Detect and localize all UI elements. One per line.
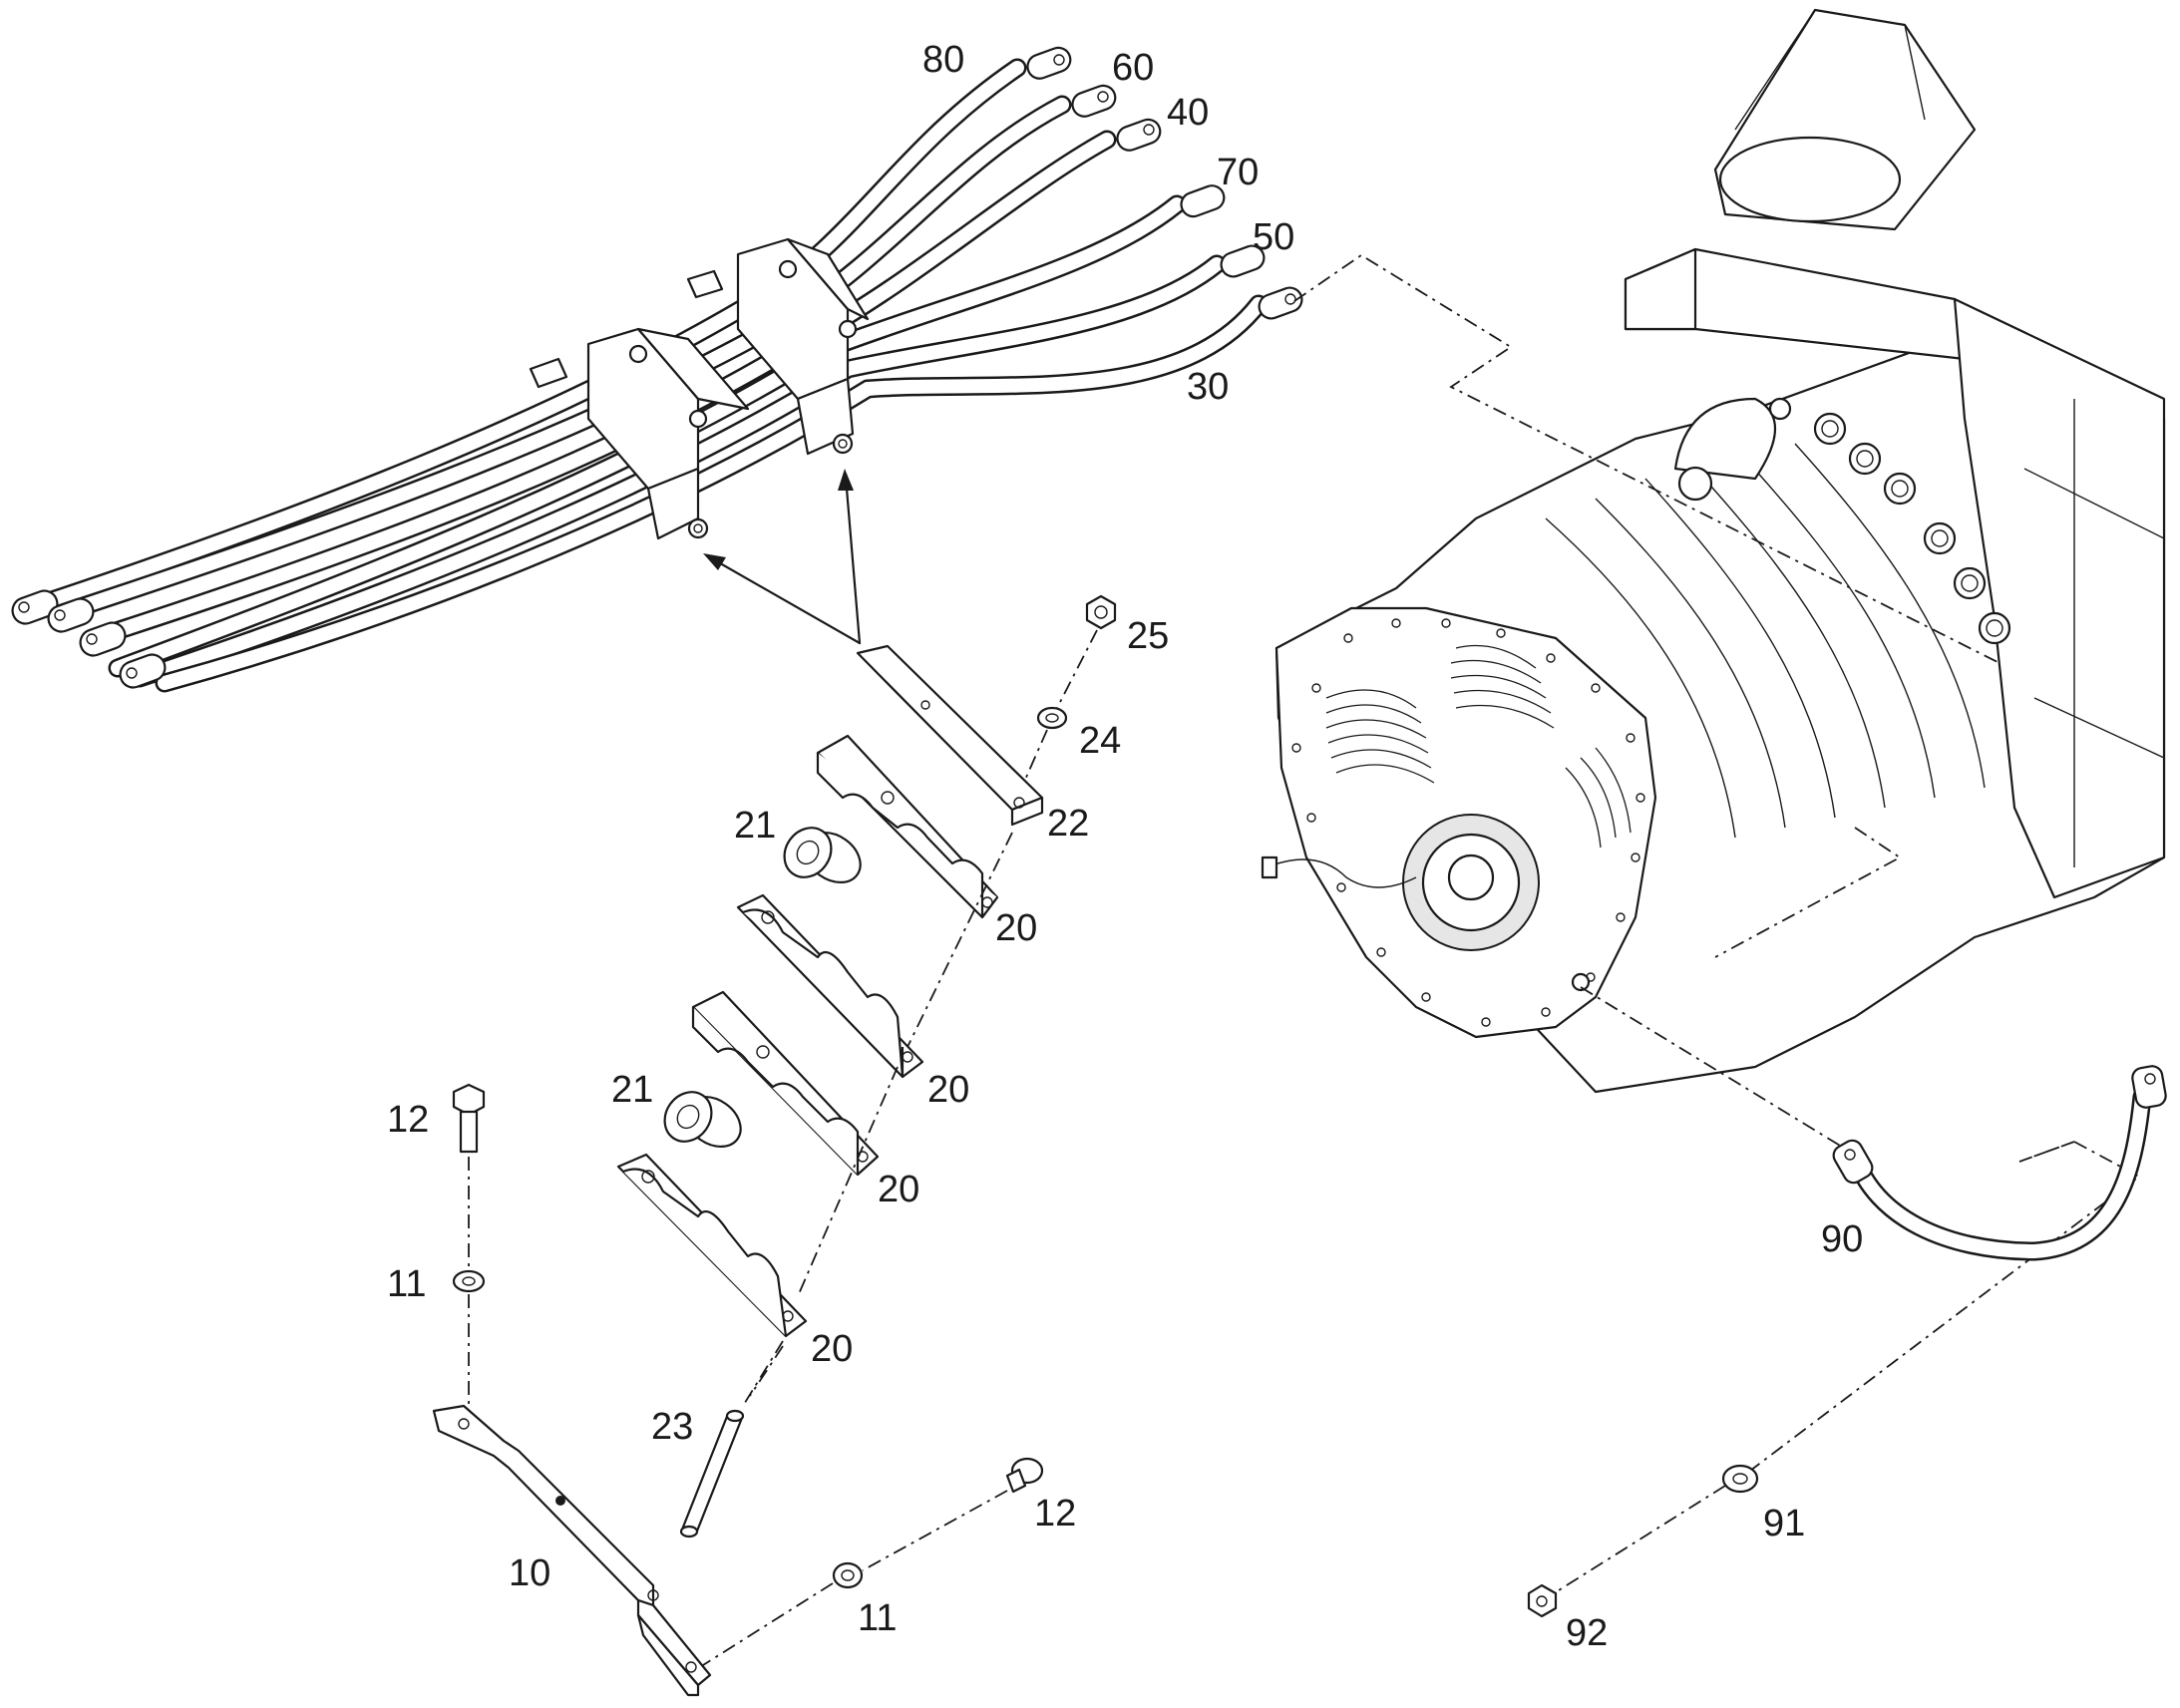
cable-50 [130, 254, 1227, 688]
callout-11b: 11 [858, 1597, 897, 1639]
assembly-line-stack-lower [742, 1340, 784, 1407]
connection-paths [1293, 253, 2141, 1596]
terminal-connectors [1813, 412, 2011, 645]
callout-91: 91 [1763, 1503, 1805, 1544]
assembly-pointer-arrows [703, 469, 862, 645]
clamp-half-20d [616, 1153, 808, 1338]
callout-11a: 11 [387, 1263, 426, 1305]
nut-25 [1085, 594, 1117, 630]
cable-clamp-block-1 [529, 327, 750, 540]
cable-lugs-bottom [11, 589, 167, 689]
assembly-line-25-24 [1056, 629, 1098, 709]
callout-23: 23 [651, 1406, 693, 1448]
grommet-21b [663, 1091, 742, 1149]
callout-20b: 20 [927, 1069, 969, 1111]
callout-12a: 12 [387, 1099, 429, 1141]
cable-40 [85, 130, 1117, 648]
callout-21a: 21 [734, 805, 776, 847]
cable-clamp-block-2 [686, 237, 870, 456]
assembly-line-12-11-lower [862, 1490, 1008, 1571]
callout-50: 50 [1253, 216, 1294, 258]
assembly-line-stack-pin [749, 1345, 784, 1397]
callout-21b: 21 [611, 1069, 653, 1111]
cable-70 [108, 194, 1187, 678]
callout-70: 70 [1217, 152, 1259, 193]
clamp-half-20a [816, 734, 999, 919]
callout-labels: 80 60 40 70 50 30 25 24 22 21 20 20 21 2… [387, 39, 1863, 1654]
bracket-10 [432, 1404, 712, 1697]
callout-24: 24 [1079, 720, 1121, 762]
callout-90: 90 [1821, 1218, 1863, 1260]
stud-23 [679, 1409, 745, 1538]
callout-60: 60 [1112, 47, 1154, 89]
callout-20c: 20 [878, 1169, 919, 1210]
washer-24 [1036, 706, 1068, 730]
bolt-12a [452, 1083, 486, 1154]
callout-20a: 20 [995, 907, 1037, 949]
callout-12b: 12 [1034, 1493, 1076, 1535]
traction-motor [1261, 8, 2166, 1094]
callout-10: 10 [509, 1552, 550, 1594]
lifting-eye [1673, 397, 1776, 481]
grommet-21a [783, 827, 862, 884]
callout-22: 22 [1047, 803, 1089, 845]
clamp-exploded-stack [432, 594, 1117, 1697]
front-end-shield [1261, 606, 1657, 1039]
callout-30: 30 [1187, 366, 1229, 408]
washer-11a [452, 1269, 486, 1293]
callout-80: 80 [922, 39, 964, 81]
callout-25: 25 [1127, 615, 1169, 657]
strap-plate-22 [856, 644, 1044, 827]
clamp-half-20b [736, 893, 924, 1079]
cable-lugs-top [1026, 46, 1303, 320]
callout-20d: 20 [811, 1328, 853, 1370]
callout-92: 92 [1566, 1612, 1608, 1654]
assembly-line-stack-upper [907, 832, 1013, 1048]
ventilation-grills [1325, 644, 1632, 849]
assembly-line-11-10-lower [702, 1582, 834, 1666]
nut-92 [1527, 1583, 1558, 1618]
bolt-12b [1005, 1457, 1044, 1494]
ground-cable-90 [1832, 1065, 2167, 1261]
washer-91 [1721, 1464, 1759, 1494]
washer-11b [832, 1561, 864, 1589]
flange-bolts [1291, 618, 1645, 1027]
assembly-line-stack-mid [797, 1066, 899, 1297]
air-intake-duct [1713, 8, 1977, 231]
callout-40: 40 [1167, 92, 1209, 134]
cable-harness [11, 46, 1303, 693]
